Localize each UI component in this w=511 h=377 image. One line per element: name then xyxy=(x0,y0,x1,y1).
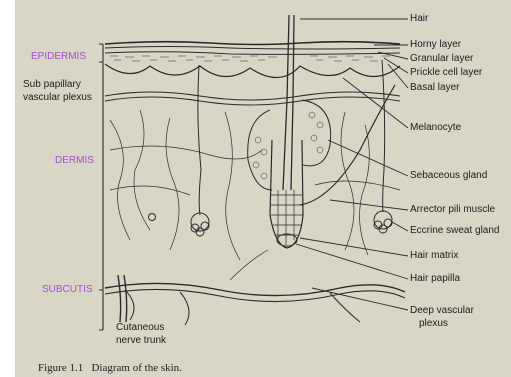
hair-papilla-label: Hair papilla xyxy=(410,273,460,285)
sebaceous-gland-right xyxy=(302,100,331,166)
dermis-fibres xyxy=(110,110,400,280)
figure-number: Figure 1.1 xyxy=(38,362,83,374)
prickle-cells xyxy=(110,56,390,61)
hair-matrix-label: Hair matrix xyxy=(410,250,458,262)
layer-bracket xyxy=(99,44,103,330)
sebaceous-gland-label: Sebaceous gland xyxy=(410,170,487,182)
skin-surface xyxy=(105,42,400,45)
basal-layer-label: Basal layer xyxy=(410,82,459,94)
dermis-label: DERMIS xyxy=(55,155,94,167)
hair-follicle xyxy=(270,140,303,248)
sub-papillary-label-line1: Sub papillary xyxy=(23,79,81,91)
deep-vascular-plexus-label-line1: Deep vascular xyxy=(410,305,474,317)
sebaceous-cells xyxy=(253,112,323,179)
arrector-pili-muscle xyxy=(300,85,395,205)
melanocyte-label: Melanocyte xyxy=(410,122,461,134)
epidermis-label: EPIDERMIS xyxy=(31,51,86,63)
dermis-vessel-cross-section xyxy=(149,214,156,221)
deep-vascular-plexus-label-line2: plexus xyxy=(419,318,448,330)
leader-lines xyxy=(296,19,408,310)
sub-papillary-plexus xyxy=(105,92,400,100)
cutaneous-nerve-trunk xyxy=(118,275,121,322)
hair-label: Hair xyxy=(410,13,428,25)
arrector-pili-label: Arrector pili muscle xyxy=(410,204,495,216)
subcutis-label: SUBCUTIS xyxy=(42,284,93,296)
granular-layer xyxy=(105,52,400,55)
eccrine-sweat-gland-label: Eccrine sweat gland xyxy=(410,225,500,237)
nerve-trunk-label-line2: nerve trunk xyxy=(116,335,166,347)
prickle-cell-layer-label: Prickle cell layer xyxy=(410,67,482,79)
basal-layer xyxy=(105,64,400,78)
sebaceous-gland-left xyxy=(248,110,272,190)
figure-caption-text: Diagram of the skin. xyxy=(91,362,181,374)
granular-layer-label: Granular layer xyxy=(410,53,473,65)
horny-layer-label: Horny layer xyxy=(410,39,461,51)
horny-layer xyxy=(105,47,400,50)
sub-papillary-label-line2: vascular plexus xyxy=(23,92,92,104)
figure-caption: Figure 1.1 Diagram of the skin. xyxy=(38,362,182,374)
nerve-trunk-label-line1: Cutaneous xyxy=(116,322,164,334)
